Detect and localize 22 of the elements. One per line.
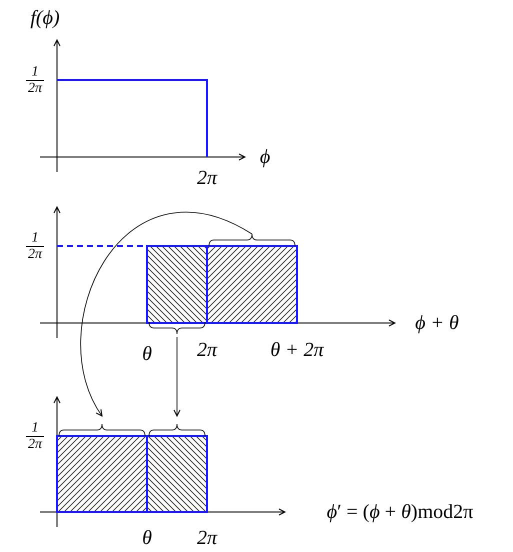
tick-label: 2π — [196, 339, 218, 361]
fraction-denominator: 2π — [26, 80, 44, 96]
axis-label: ϕ′ = (ϕ + θ)mod2π — [326, 501, 474, 523]
tick-label: θ — [142, 527, 152, 549]
tick-label: θ + 2π — [270, 339, 324, 361]
function-label: f(ϕ) — [30, 7, 60, 29]
arrow — [174, 336, 180, 416]
hatched-region — [146, 245, 208, 334]
fraction-numerator: 1 — [32, 64, 38, 80]
fraction-numerator: 1 — [32, 230, 38, 246]
arrow — [80, 212, 252, 416]
hatched-region — [146, 424, 208, 513]
axis-label: ϕ + θ — [415, 312, 459, 334]
fraction-numerator: 1 — [32, 420, 38, 436]
axis-label: ϕ — [260, 146, 270, 168]
hatched-region — [206, 234, 298, 324]
fraction-denominator: 2π — [26, 246, 44, 262]
hatched-region — [56, 424, 148, 513]
tick-label: 2π — [196, 527, 218, 549]
tick-label: 2π — [196, 167, 218, 189]
tick-label: θ — [142, 343, 152, 365]
fraction-denominator: 2π — [26, 436, 44, 452]
